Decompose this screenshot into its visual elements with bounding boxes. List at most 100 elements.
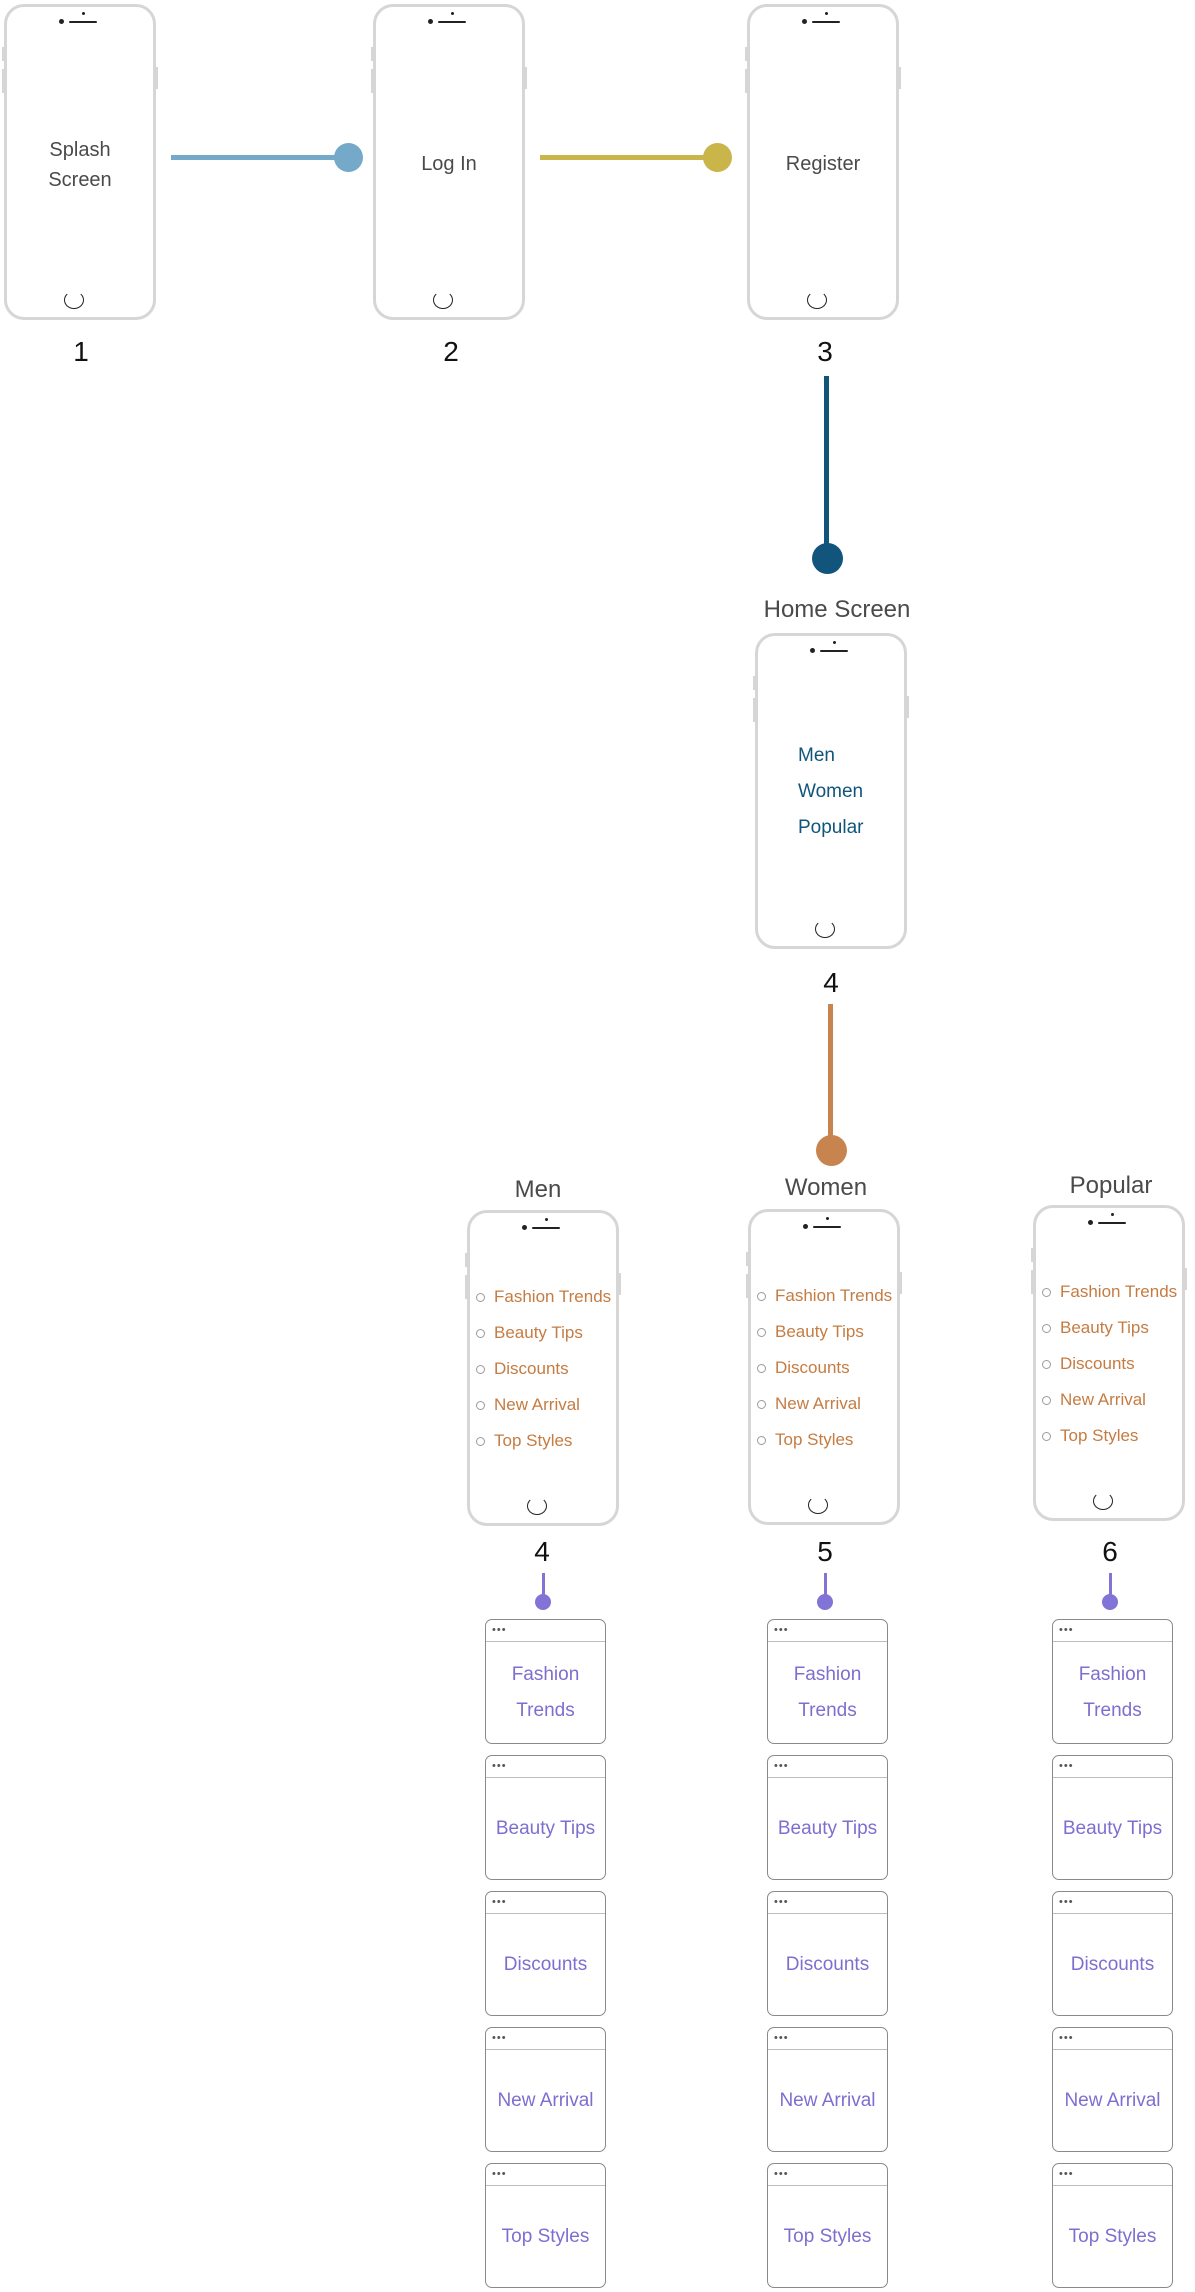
radio-icon[interactable] — [1042, 1287, 1051, 1297]
card-label: Discounts — [785, 1953, 870, 1975]
home-menu-popular[interactable]: Popular — [798, 817, 864, 838]
connector-dot-men-cards — [535, 1594, 551, 1610]
option-label: Beauty Tips — [1060, 1318, 1149, 1337]
option-item[interactable]: New Arrival — [757, 1386, 892, 1422]
card-label: Beauty Tips — [777, 1817, 878, 1839]
radio-icon[interactable] — [476, 1436, 485, 1446]
card-label: Discounts — [503, 1953, 588, 1975]
radio-icon[interactable] — [757, 1399, 766, 1409]
option-item[interactable]: Discounts — [476, 1351, 611, 1387]
option-item[interactable]: New Arrival — [476, 1387, 611, 1423]
option-item[interactable]: Discounts — [757, 1350, 892, 1386]
radio-icon[interactable] — [476, 1328, 485, 1338]
step-number-2: 2 — [443, 336, 459, 367]
option-item[interactable]: New Arrival — [1042, 1382, 1177, 1418]
login-label: Log In — [421, 153, 477, 175]
page-card[interactable]: •••Fashion Trends — [485, 1619, 606, 1744]
radio-icon[interactable] — [476, 1364, 485, 1374]
option-item[interactable]: Fashion Trends — [757, 1278, 892, 1314]
card-label: New Arrival — [1064, 2089, 1161, 2111]
radio-icon[interactable] — [1042, 1323, 1051, 1333]
card-label: Fashion Trends — [1078, 1663, 1147, 1721]
radio-icon[interactable] — [757, 1435, 766, 1445]
radio-icon[interactable] — [1042, 1431, 1051, 1441]
radio-icon[interactable] — [1042, 1395, 1051, 1405]
option-item[interactable]: Fashion Trends — [476, 1279, 611, 1315]
window-dots-icon: ••• — [774, 1896, 789, 1908]
home-button-icon — [1093, 1492, 1113, 1510]
page-card[interactable]: ••• New Arrival — [767, 2027, 888, 2152]
page-card[interactable]: ••• Fashion Trends — [1052, 1619, 1173, 1744]
window-dots-icon: ••• — [492, 2168, 507, 2180]
home-menu-men[interactable]: Men — [798, 745, 835, 766]
radio-icon[interactable] — [1042, 1359, 1051, 1369]
home-menu: Men Women Popular — [798, 738, 864, 846]
connector-dot-home — [812, 543, 843, 574]
home-button-icon — [433, 291, 453, 309]
page-card[interactable]: ••• Beauty Tips — [485, 1755, 606, 1880]
home-button-icon — [64, 291, 84, 309]
option-item[interactable]: Top Styles — [1042, 1418, 1177, 1454]
home-menu-women[interactable]: Women — [798, 781, 864, 802]
window-dots-icon: ••• — [774, 1760, 789, 1772]
card-label: New Arrival — [779, 2089, 876, 2111]
option-label: New Arrival — [494, 1395, 580, 1414]
option-label: Fashion Trends — [775, 1286, 893, 1305]
page-card[interactable]: ••• Top Styles — [485, 2163, 606, 2288]
home-screen-title: Home Screen — [763, 596, 911, 623]
window-dots-icon: ••• — [774, 1624, 789, 1636]
option-label: Discounts — [775, 1358, 850, 1377]
window-dots-icon: ••• — [1059, 1896, 1074, 1908]
window-dots-icon: ••• — [492, 1760, 507, 1772]
card-label: Fashion Trends — [511, 1663, 580, 1721]
category-title-men: Men — [514, 1176, 562, 1203]
window-dots-icon: ••• — [774, 2032, 789, 2044]
phone-register: Register — [745, 4, 901, 320]
page-card[interactable]: •••Fashion Trends — [767, 1619, 888, 1744]
option-item[interactable]: Discounts — [1042, 1346, 1177, 1382]
page-card[interactable]: ••• New Arrival — [1052, 2027, 1173, 2152]
card-label: Top Styles — [501, 2225, 590, 2247]
connector-dot-login — [334, 143, 363, 172]
page-card[interactable]: ••• Discounts — [767, 1891, 888, 2016]
card-label: Beauty Tips — [1062, 1817, 1163, 1839]
radio-icon[interactable] — [757, 1327, 766, 1337]
radio-icon[interactable] — [476, 1400, 485, 1410]
page-card[interactable]: •••New Arrival — [485, 2027, 606, 2152]
radio-icon[interactable] — [757, 1363, 766, 1373]
option-label: Beauty Tips — [775, 1322, 864, 1341]
option-item[interactable]: Top Styles — [476, 1423, 611, 1459]
page-card[interactable]: •••Top Styles — [1052, 2163, 1173, 2288]
connector-dot-women-cards — [817, 1594, 833, 1610]
radio-icon[interactable] — [476, 1292, 485, 1302]
connector-men-cards — [542, 1573, 545, 1601]
option-item[interactable]: Beauty Tips — [757, 1314, 892, 1350]
page-card[interactable]: •••Beauty Tips — [1052, 1755, 1173, 1880]
phone-login: Log In — [371, 4, 527, 320]
page-card[interactable]: ••• Beauty Tips — [767, 1755, 888, 1880]
home-button-icon — [527, 1497, 547, 1515]
option-item[interactable]: Beauty Tips — [476, 1315, 611, 1351]
page-card[interactable]: •••Discounts — [485, 1891, 606, 2016]
option-item[interactable]: Fashion Trends — [1042, 1274, 1177, 1310]
step-number-3: 3 — [817, 336, 833, 367]
connector-login-register — [540, 155, 712, 160]
option-item[interactable]: Top Styles — [757, 1422, 892, 1458]
radio-icon[interactable] — [757, 1291, 766, 1301]
page-card[interactable]: •••Top Styles — [767, 2163, 888, 2288]
option-label: Top Styles — [775, 1430, 854, 1449]
card-label: Beauty Tips — [495, 1817, 596, 1839]
window-dots-icon: ••• — [1059, 1624, 1074, 1636]
option-item[interactable]: Beauty Tips — [1042, 1310, 1177, 1346]
option-label: Beauty Tips — [494, 1323, 583, 1342]
page-card[interactable]: •••Discounts — [1052, 1891, 1173, 2016]
connector-register-home — [824, 376, 829, 551]
connector-home-women — [828, 1004, 833, 1154]
window-dots-icon: ••• — [1059, 2032, 1074, 2044]
window-dots-icon: ••• — [1059, 2168, 1074, 2180]
